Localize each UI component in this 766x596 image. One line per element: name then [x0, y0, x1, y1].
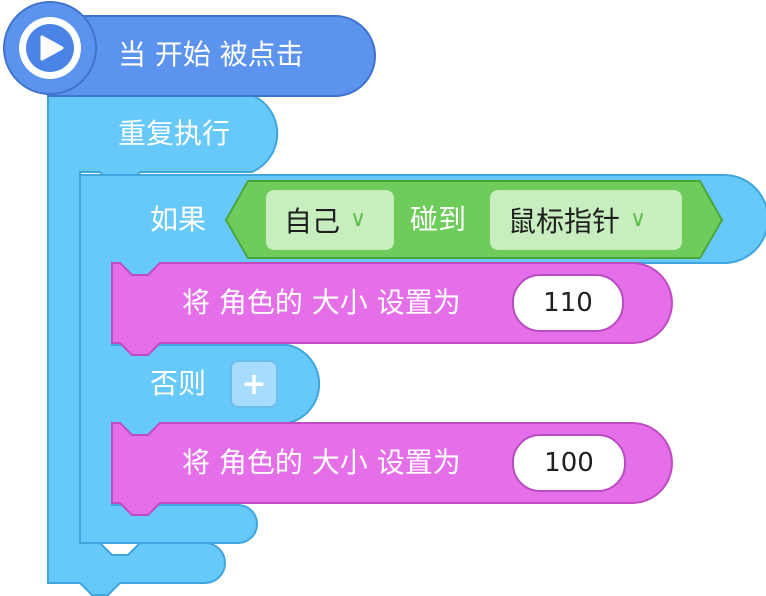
plus-icon: +	[241, 366, 267, 402]
sprite-dropdown[interactable]: 自己 ∨	[266, 190, 394, 250]
play-icon[interactable]	[19, 17, 81, 79]
set-size-label-then: 将 角色的 大小 设置为	[182, 286, 461, 319]
size-input-then[interactable]: 110	[512, 274, 624, 332]
target-dropdown-value: 鼠标指针	[508, 205, 621, 238]
chevron-down-icon: ∨	[350, 207, 367, 232]
set-size-label-else: 将 角色的 大小 设置为	[182, 446, 461, 479]
touching-label: 碰到	[410, 203, 467, 236]
target-dropdown[interactable]: 鼠标指针 ∨	[490, 190, 682, 250]
chevron-down-icon: ∨	[630, 207, 647, 232]
hat-block-label: 当 开始 被点击	[118, 38, 304, 71]
else-label: 否则	[150, 367, 207, 400]
hat-block[interactable]	[47, 15, 376, 97]
if-label: 如果	[150, 203, 207, 236]
size-input-else[interactable]: 100	[512, 434, 626, 492]
add-else-branch-button[interactable]: +	[230, 360, 278, 408]
sprite-dropdown-value: 自己	[284, 205, 341, 238]
repeat-block-label: 重复执行	[118, 117, 231, 150]
